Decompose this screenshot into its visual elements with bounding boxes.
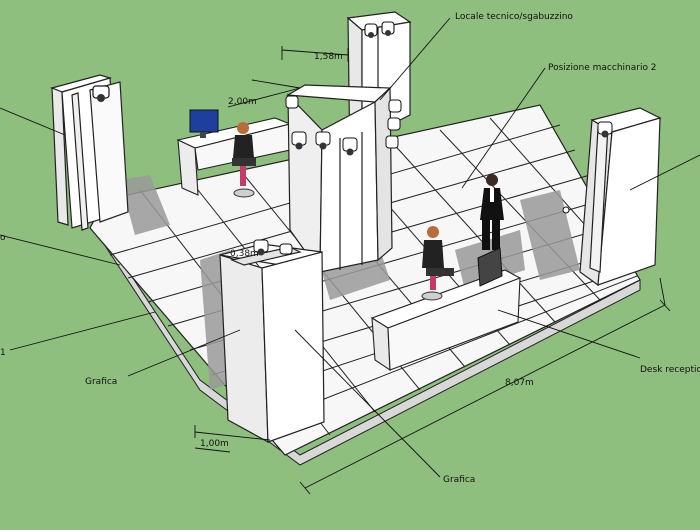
label-grafica-left: Grafica (85, 377, 117, 387)
label-desk-reception: Desk reception (640, 365, 700, 375)
dim-200: 2,00m (228, 97, 257, 107)
spotlight-icon (364, 21, 395, 38)
spotlight-icon (92, 85, 110, 102)
label-grafica-bottom: Grafica (443, 475, 475, 485)
dim-038: 0,38m (230, 249, 259, 259)
label-locale-tecnico: Locale tecnico/sgabuzzino (455, 12, 573, 22)
spotlight-icon (253, 239, 293, 256)
monitor-icon (477, 247, 503, 287)
dim-100: 1,00m (200, 439, 229, 449)
dim-158: 1,58m (314, 52, 343, 62)
right-panel (579, 107, 662, 287)
spotlight-icon (285, 95, 402, 156)
label-partial-left-low: 1 (0, 348, 6, 358)
monitor-icon (189, 109, 219, 138)
label-partial-left-mid: o (0, 233, 6, 243)
back-left-panel (50, 74, 129, 231)
person-icon (232, 122, 256, 198)
spotlight-icon (562, 121, 613, 214)
person-icon (480, 174, 504, 250)
dim-807: 8,07m (505, 378, 534, 388)
label-posizione-macchinario: Posizione macchinario 2 (548, 63, 657, 73)
front-panel (219, 243, 325, 444)
dimension-lines (194, 46, 671, 495)
callout-lines (0, 17, 700, 478)
person-icon (421, 226, 454, 301)
central-column (286, 84, 393, 274)
